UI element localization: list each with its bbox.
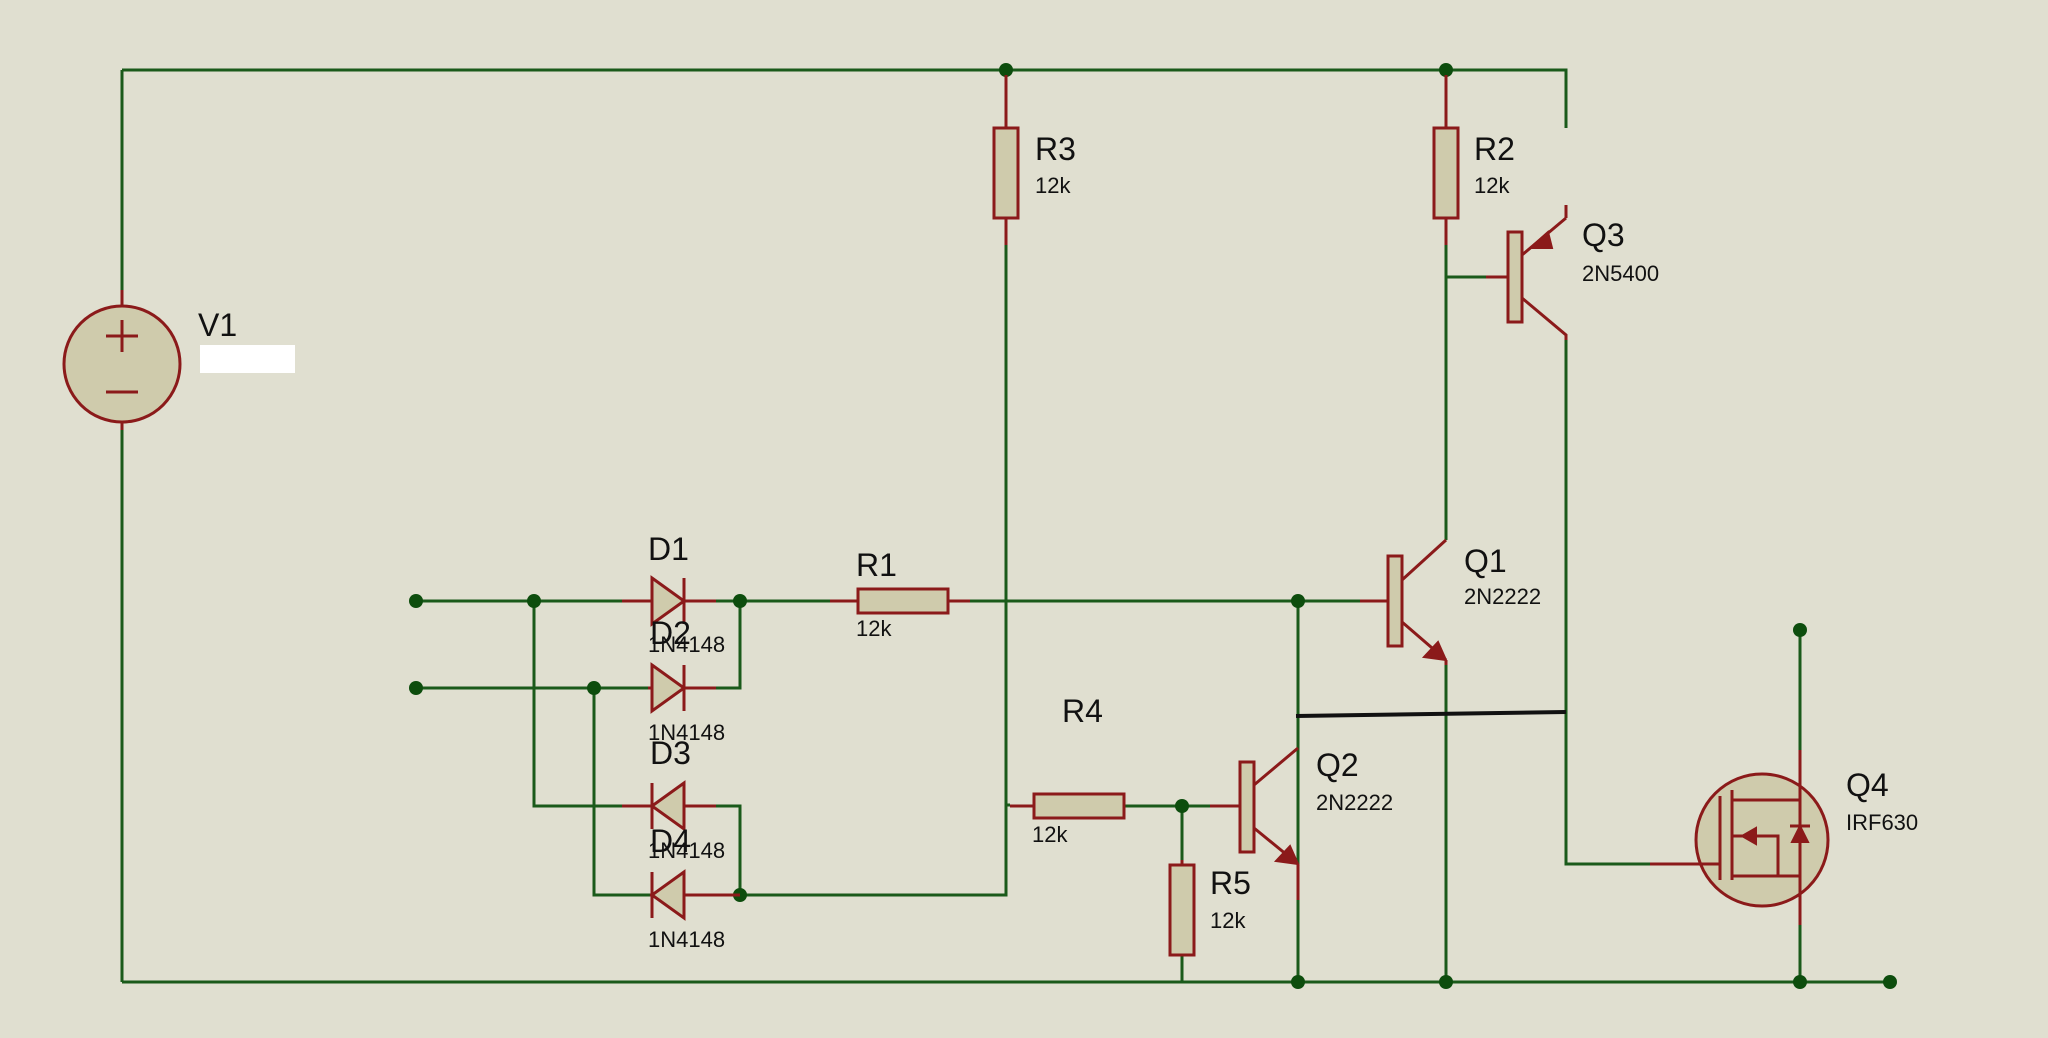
wire-d3-out [716, 804, 742, 895]
label-d2: D2 [650, 615, 691, 651]
junction-dot [1175, 799, 1189, 813]
value-q2: 2N2222 [1316, 790, 1393, 815]
resistor-r5[interactable]: R5 12k [1168, 860, 1251, 957]
wire-top-rail [122, 68, 1568, 128]
value-r3: 12k [1035, 173, 1071, 198]
body-diode-icon [1790, 823, 1810, 843]
source-symbol [62, 304, 182, 424]
obscured-value-patch [200, 345, 295, 373]
junction-dot [733, 594, 747, 608]
label-v1: V1 [198, 307, 237, 343]
transistor-q1[interactable]: Q1 2N2222 [1360, 538, 1541, 665]
value-d3: 1N4148 [648, 838, 725, 863]
emitter-arrow-icon [1421, 640, 1448, 662]
label-d3: D3 [650, 735, 691, 771]
value-d4: 1N4148 [648, 927, 725, 952]
resistor-r2[interactable]: R2 12k [1432, 75, 1515, 245]
diode-d4[interactable]: D4 1N4148 [648, 823, 740, 952]
wires [120, 68, 1890, 984]
gate-arrow-icon [1739, 826, 1757, 846]
value-r1: 12k [856, 616, 892, 641]
junction-dot [1291, 594, 1305, 608]
value-q1: 2N2222 [1464, 584, 1541, 609]
junction-dot [1439, 975, 1453, 989]
output-terminal [1793, 623, 1807, 637]
label-q4: Q4 [1846, 767, 1889, 803]
wire-black-link [1295, 710, 1567, 718]
wire-d2-out [716, 601, 742, 690]
junction-dot [1291, 975, 1305, 989]
value-q4: IRF630 [1846, 810, 1918, 835]
label-r4: R4 [1062, 693, 1103, 729]
wire-r3-down [740, 245, 1008, 897]
label-r3: R3 [1035, 131, 1076, 167]
mosfet-q4[interactable]: Q4 IRF630 [1650, 750, 1918, 925]
wire-d3-feed [532, 601, 622, 808]
resistor-r4[interactable]: R4 12k [1010, 693, 1126, 847]
label-q3: Q3 [1582, 217, 1625, 253]
junctions [409, 63, 1897, 989]
value-r5: 12k [1210, 908, 1246, 933]
junction-dot [587, 681, 601, 695]
value-r2: 12k [1474, 173, 1510, 198]
emitter-arrow-icon [1273, 844, 1300, 866]
value-r4: 12k [1032, 822, 1068, 847]
label-r5: R5 [1210, 865, 1251, 901]
diode-d3[interactable]: D3 1N4148 [622, 735, 725, 863]
wire-q3-collector [1564, 340, 1650, 866]
value-d2: 1N4148 [648, 720, 725, 745]
junction-dot [999, 63, 1013, 77]
voltage-source-v1[interactable]: V1 [62, 290, 295, 430]
label-r1: R1 [856, 547, 897, 583]
input-terminal [409, 681, 423, 695]
label-r2: R2 [1474, 131, 1515, 167]
label-d4: D4 [650, 823, 691, 859]
label-q2: Q2 [1316, 747, 1359, 783]
value-d1: 1N4148 [648, 632, 725, 657]
input-terminal [409, 594, 423, 608]
transistor-q2[interactable]: Q2 2N2222 [1210, 746, 1393, 900]
transistor-q3[interactable]: Q3 2N5400 [1486, 205, 1659, 340]
label-d1: D1 [648, 531, 689, 567]
junction-dot [1439, 63, 1453, 77]
wire-d4-feed [592, 688, 650, 897]
resistor-r1[interactable]: R1 12k [830, 547, 970, 641]
resistor-r3[interactable]: R3 12k [992, 75, 1076, 245]
emitter-arrow-icon [1527, 230, 1554, 249]
diode-d1[interactable]: D1 1N4148 [622, 531, 725, 657]
label-q1: Q1 [1464, 543, 1507, 579]
junction-dot [1793, 975, 1807, 989]
plus-icon [106, 320, 138, 352]
junction-dot [527, 594, 541, 608]
value-q3: 2N5400 [1582, 261, 1659, 286]
output-terminal [1883, 975, 1897, 989]
diode-d2[interactable]: D2 1N4148 [648, 615, 725, 745]
